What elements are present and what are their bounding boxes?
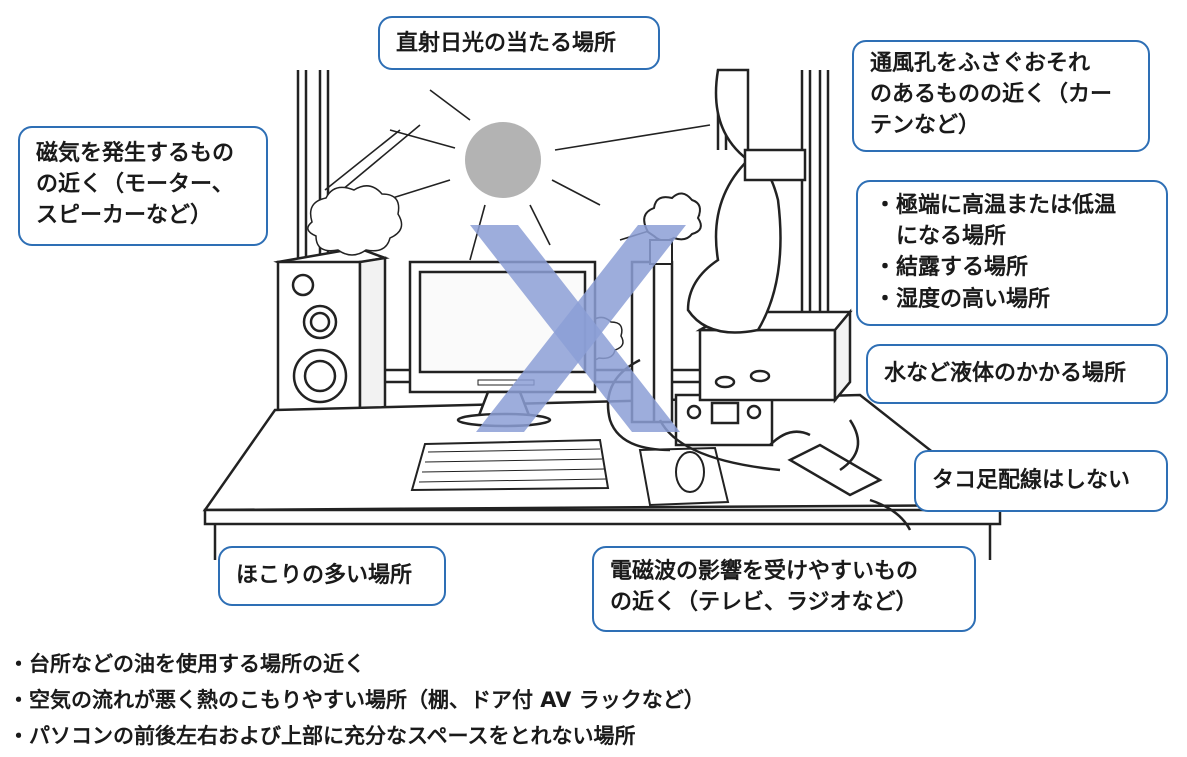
callout-temperature-line-2: になる場所 — [874, 224, 1007, 250]
callout-electromagnetic-line-2: の近く（テレビ、ラジオなど） — [610, 590, 918, 616]
callout-curtain-vents: 通風孔をふさぐおそれ のあるものの近く（カー テンなど） — [852, 40, 1150, 152]
power-strip-illustration — [606, 358, 912, 531]
callout-electromagnetic-line-1: 電磁波の影響を受けやすいもの — [610, 559, 919, 584]
callout-octopus-wiring: タコ足配線はしない — [914, 450, 1168, 512]
bullet-item: ・台所などの油を使用する場所の近く — [8, 652, 365, 676]
callout-temperature-line-4: ・湿度の高い場所 — [874, 286, 1051, 312]
sun-icon — [465, 122, 541, 198]
callout-curtain-line-2: のあるものの近く（カー — [870, 82, 1113, 108]
callout-magnetic-line-3: スピーカーなど） — [36, 203, 213, 229]
callout-temperature-line-3: ・結露する場所 — [874, 255, 1029, 281]
bullet-item: ・空気の流れが悪く熱のこもりやすい場所（棚、ドア付 AV ラックなど） — [8, 688, 705, 712]
mouse-illustration — [638, 446, 730, 507]
callout-magnetic-line-1: 磁気を発生するもの — [36, 141, 235, 166]
curtain-illustration — [686, 68, 807, 334]
callout-temperature-line-1: ・極端に高温または低温 — [874, 193, 1117, 218]
callout-temperature-humidity: ・極端に高温または低温 になる場所 ・結露する場所 ・湿度の高い場所 — [856, 180, 1168, 326]
callout-dust-text: ほこりの多い場所 — [236, 563, 413, 588]
callout-liquid-text: 水など液体のかかる場所 — [884, 361, 1127, 386]
callout-magnetic-line-2: の近く（モーター、 — [36, 172, 234, 198]
callout-wiring-text: タコ足配線はしない — [932, 468, 1131, 493]
bullet-item: ・パソコンの前後左右および上部に充分なスペースをとれない場所 — [8, 724, 636, 748]
illustration-scene — [202, 68, 1004, 560]
callout-dusty-place: ほこりの多い場所 — [218, 546, 446, 606]
speaker-illustration — [273, 246, 390, 425]
callout-curtain-line-1: 通風孔をふさぐおそれ — [870, 51, 1091, 76]
callout-electromagnetic: 電磁波の影響を受けやすいもの の近く（テレビ、ラジオなど） — [592, 546, 976, 632]
prohibition-cross-icon — [470, 225, 686, 432]
radio-illustration — [674, 393, 774, 447]
callout-direct-sunlight-text: 直射日光の当たる場所 — [396, 31, 617, 56]
keyboard-illustration — [410, 438, 610, 492]
callout-direct-sunlight: 直射日光の当たる場所 — [378, 16, 660, 70]
callout-liquid: 水など液体のかかる場所 — [866, 344, 1168, 404]
callout-magnetic-fields: 磁気を発生するもの の近く（モーター、 スピーカーなど） — [18, 126, 268, 246]
callout-curtain-line-3: テンなど） — [870, 113, 981, 139]
